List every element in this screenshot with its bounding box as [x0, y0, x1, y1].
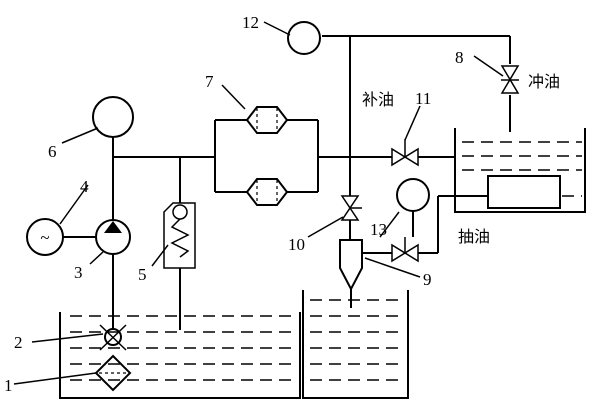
- middle-oil-tank: [302, 290, 409, 399]
- label-1: 1: [4, 376, 13, 395]
- relief-valve-5[interactable]: [163, 157, 196, 330]
- motor-tilde-icon: ~: [40, 228, 49, 247]
- flush-valve-8[interactable]: [500, 65, 520, 94]
- label-refill-oil: 补油: [362, 90, 394, 109]
- right-oil-tank: [454, 128, 586, 213]
- pressure-gauge-12: [287, 21, 321, 55]
- label-13: 13: [370, 220, 387, 239]
- label-leaders: [13, 21, 504, 385]
- label-3: 3: [74, 263, 83, 282]
- electric-motor-4[interactable]: ~: [26, 218, 96, 256]
- label-9: 9: [423, 270, 432, 289]
- label-11: 11: [415, 89, 431, 108]
- pressure-gauge-13: [396, 178, 430, 237]
- piston-block: [487, 175, 561, 209]
- label-2: 2: [14, 333, 23, 352]
- label-6: 6: [48, 142, 57, 161]
- refill-valve-11[interactable]: [391, 139, 419, 167]
- label-4: 4: [80, 177, 89, 196]
- label-12: 12: [242, 13, 259, 32]
- hydraulic-pump-3[interactable]: [95, 157, 131, 329]
- suction-valve-13[interactable]: [391, 195, 488, 263]
- label-extract-oil: 抽油: [458, 227, 490, 246]
- left-oil-tank: [59, 312, 301, 399]
- label-10: 10: [288, 235, 305, 254]
- label-7: 7: [205, 72, 214, 91]
- label-5: 5: [138, 265, 147, 284]
- suction-filter-1: [94, 354, 132, 392]
- parallel-filters-7: [214, 106, 319, 206]
- separator-9: [339, 239, 392, 308]
- valve-10[interactable]: [340, 195, 362, 240]
- pressure-gauge-6: [92, 96, 134, 157]
- label-8: 8: [455, 48, 464, 67]
- label-flush-oil: 冲油: [528, 72, 560, 91]
